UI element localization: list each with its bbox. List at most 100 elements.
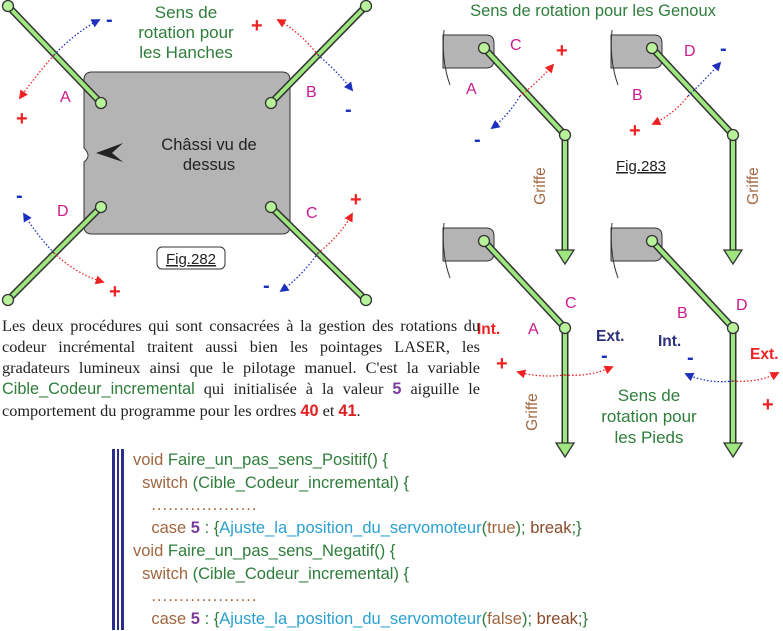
knee-griffe-left: Griffe — [532, 167, 549, 205]
knee-leg-b-label: B — [632, 87, 643, 104]
code-line-7: ................... — [133, 587, 257, 605]
hip-b-plus: + — [251, 15, 263, 37]
foot-rotation-arrows — [516, 365, 780, 383]
knee-legs — [442, 29, 744, 459]
code-close-1: ); — [515, 519, 531, 538]
foot-right-minus: - — [687, 347, 694, 369]
code-true: true — [487, 519, 516, 538]
code-five-1: 5 — [190, 519, 200, 538]
fig283-label: Fig.283 — [616, 158, 666, 175]
paragraph-variable: Cible_Codeur_incremental — [2, 380, 195, 398]
foot-left-plus: + — [496, 353, 508, 375]
knee-griffe-right: Griffe — [745, 167, 762, 205]
code-close-2: ); — [521, 609, 537, 628]
hip-title-line-3: les Hanches — [139, 43, 233, 62]
paragraph-text-4: et — [318, 401, 339, 420]
code-line-4: case 5 : {Ajuste_la_position_du_servomot… — [133, 519, 582, 538]
code-switch-1: switch — [142, 473, 189, 492]
hip-title-line-1: Sens de — [155, 3, 217, 22]
front-arrow-icon — [96, 143, 123, 162]
code-line-3: ................... — [133, 496, 257, 514]
code-line-8: case 5 : {Ajuste_la_position_du_servomot… — [133, 610, 588, 628]
hip-a-minus: - — [106, 9, 113, 31]
foot-ext-right: Ext. — [750, 346, 778, 363]
hip-rotation-arrows — [18, 19, 354, 293]
foot-leg-d-label: D — [736, 297, 748, 314]
code-line-1: void Faire_un_pas_sens_Positif() { — [133, 451, 388, 469]
code-break-1: break — [530, 519, 572, 538]
hip-c-minus: - — [263, 275, 270, 297]
code-line-5: void Faire_un_pas_sens_Negatif() { — [133, 542, 395, 560]
foot-title-line-3: les Pieds — [615, 428, 684, 447]
hip-leg-d-label: D — [57, 203, 69, 220]
code-fn-negatif: Faire_un_pas_sens_Negatif() { — [167, 541, 396, 560]
knee-c-plus: + — [556, 40, 568, 62]
code-void-2: void — [133, 541, 164, 560]
knee-title: Sens de rotation pour les Genoux — [470, 2, 717, 20]
hip-leg-b-label: B — [306, 84, 317, 101]
paragraph-text-1: Les deux procédures qui sont consacrées … — [2, 316, 480, 377]
knee-c-minus: - — [474, 129, 481, 151]
knee-leg-c-label: C — [510, 37, 522, 54]
chassis-label-line-1: Châssi vu de — [161, 136, 256, 154]
code-void-1: void — [133, 451, 164, 469]
fig282-label: Fig.282 — [166, 251, 216, 268]
code-five-2: 5 — [190, 609, 200, 628]
knee-leg-d-label: D — [684, 43, 696, 60]
code-false: false — [487, 609, 522, 628]
code-dots-2: ................... — [151, 587, 258, 606]
foot-left-minus: - — [601, 345, 608, 367]
foot-int-right: Int. — [658, 333, 681, 350]
hip-leg-a-label: A — [60, 89, 71, 106]
hip-a-plus: + — [16, 108, 28, 130]
code-colon-2: : { — [199, 609, 220, 628]
code-line-2: switch (Cible_Codeur_incremental) { — [133, 474, 409, 492]
hip-b-minus: - — [345, 99, 352, 121]
code-listing: void Faire_un_pas_sens_Positif() { switc… — [133, 449, 588, 631]
foot-leg-b-label: B — [677, 305, 688, 322]
code-line-6: switch (Cible_Codeur_incremental) { — [133, 565, 409, 583]
foot-title-line-2: rotation pour — [601, 407, 697, 426]
code-case-1: case — [151, 519, 187, 538]
foot-title-line-1: Sens de — [618, 386, 680, 405]
paragraph-order-41: 41 — [338, 402, 357, 420]
knee-b-plus: + — [629, 120, 641, 142]
code-open-1: ( — [481, 519, 488, 538]
hip-c-plus: + — [350, 189, 362, 211]
code-switch-2: switch — [142, 564, 189, 583]
code-fn-positif: Faire_un_pas_sens_Positif() { — [167, 451, 388, 469]
code-margin-bar — [112, 449, 124, 630]
code-break-2: break — [536, 609, 578, 628]
paragraph-text-3: aiguille le comportement du programme po… — [2, 379, 480, 420]
code-end-1: ;} — [571, 519, 582, 538]
description-paragraph: Les deux procédures qui sont consacrées … — [2, 315, 480, 422]
code-open-2: ( — [481, 609, 488, 628]
chassis-label-line-2: dessus — [183, 156, 235, 174]
hip-leg-c-label: C — [306, 205, 318, 222]
foot-ext-left: Ext. — [596, 328, 624, 345]
hip-d-plus: + — [109, 281, 121, 303]
foot-griffe-left: Griffe — [524, 393, 541, 431]
knee-d-minus: - — [720, 38, 727, 60]
hip-d-minus: - — [16, 185, 23, 207]
code-dots-1: ................... — [151, 496, 258, 515]
foot-int-left: Int. — [477, 321, 500, 338]
paragraph-text-5: . — [356, 401, 361, 420]
foot-leg-a-label: A — [528, 321, 539, 338]
paragraph-text-2: qui initialisée à la valeur — [194, 379, 393, 398]
hip-title-line-2: rotation pour — [138, 23, 234, 42]
code-switch-arg-1: (Cible_Codeur_incremental) { — [192, 473, 410, 492]
code-end-2: ;} — [577, 609, 589, 628]
code-switch-arg-2: (Cible_Codeur_incremental) { — [192, 564, 410, 583]
fig282-frame — [156, 246, 226, 270]
code-case-2: case — [151, 609, 187, 628]
knee-rotation-arrows — [490, 61, 722, 130]
chassis-top-view — [83, 71, 291, 235]
code-colon-1: : { — [199, 519, 220, 538]
paragraph-value-5: 5 — [392, 380, 402, 398]
knee-leg-a-label: A — [466, 81, 477, 98]
code-call-2: Ajuste_la_position_du_servomoteur — [219, 609, 482, 628]
code-call-1: Ajuste_la_position_du_servomoteur — [219, 519, 482, 538]
foot-leg-c-label: C — [565, 295, 577, 312]
